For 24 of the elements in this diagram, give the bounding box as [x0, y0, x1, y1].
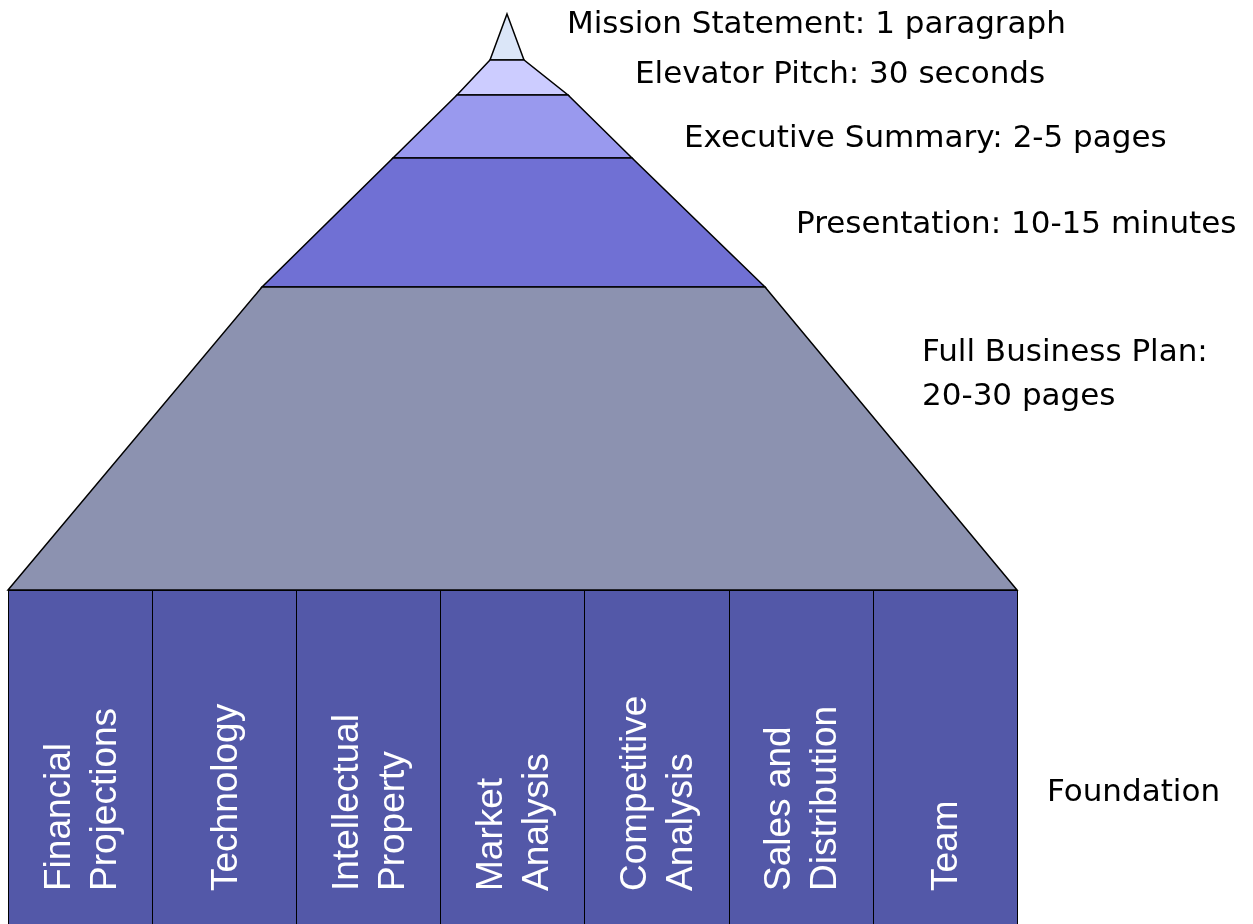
pillar-box: [584, 590, 730, 924]
pyramid-layer: [457, 60, 568, 95]
pillar-label: Team: [923, 799, 967, 891]
layer-caption: Foundation: [1047, 771, 1221, 810]
pillar-box: [152, 590, 298, 924]
pillar-box: [440, 590, 586, 924]
pillar-label: Intellectual Property: [323, 713, 413, 891]
pillar-box: [8, 590, 154, 924]
layer-caption: Executive Summary: 2-5 pages: [684, 117, 1167, 156]
pillar-box: [728, 590, 874, 924]
pyramid-layer: [393, 95, 632, 158]
pillar-label: Competitive Analysis: [612, 694, 702, 891]
pillar-label: Sales and Distribution: [756, 704, 846, 891]
layer-caption: Elevator Pitch: 30 seconds: [635, 53, 1046, 92]
pillar-label: Technology: [202, 702, 246, 891]
pillar-box: [296, 590, 442, 924]
pyramid-tip: [490, 14, 524, 60]
pillar-box: [872, 590, 1019, 924]
layer-caption: Presentation: 10-15 minutes: [796, 203, 1237, 242]
pillar-label: Financial Projections: [35, 706, 125, 891]
pillar-label: Market Analysis: [468, 752, 558, 891]
layer-caption: Full Business Plan: 20-30 pages: [922, 331, 1209, 414]
layer-caption: Mission Statement: 1 paragraph: [567, 3, 1066, 42]
pyramid-layer: [262, 158, 765, 287]
